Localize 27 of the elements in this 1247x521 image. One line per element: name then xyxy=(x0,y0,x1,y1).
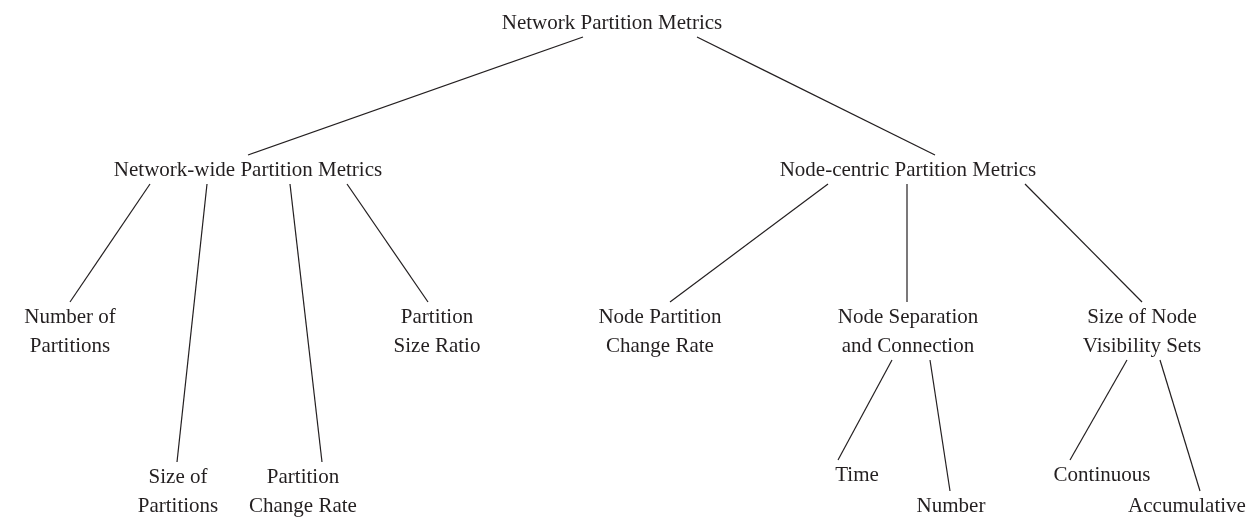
category-label: Node Partition Change Rate xyxy=(598,304,722,357)
connector-line xyxy=(69,183,151,303)
connector-line xyxy=(176,183,208,463)
connector-line xyxy=(696,36,936,156)
connector-line xyxy=(929,359,951,492)
category-label: Partition Change Rate xyxy=(249,464,357,517)
connector-line xyxy=(669,183,829,303)
category-label: Network-wide Partition Metrics xyxy=(113,157,383,181)
category-label: Node Separation and Connection xyxy=(837,304,979,357)
category-label: Node-centric Partition Metrics xyxy=(779,157,1037,181)
category-label: Number of Partitions xyxy=(24,304,116,357)
connector-line xyxy=(346,183,429,303)
connector-line xyxy=(837,359,893,461)
category-label: Size of Node Visibility Sets xyxy=(1082,304,1202,357)
category-label: Partition Size Ratio xyxy=(393,304,481,357)
category-label: Time xyxy=(835,462,879,486)
category-label: Network Partition Metrics xyxy=(501,10,723,34)
connector-line xyxy=(247,36,584,156)
category-label: Accumulative xyxy=(1128,493,1246,517)
connector-line xyxy=(1159,359,1201,492)
category-label: Size of Partitions xyxy=(137,464,219,517)
connector-line xyxy=(1024,183,1143,303)
connector-line xyxy=(906,183,908,303)
category-label: Number xyxy=(916,493,986,517)
connector-line xyxy=(289,183,323,463)
category-label: Continuous xyxy=(1053,462,1151,486)
connector-line xyxy=(1069,359,1128,461)
